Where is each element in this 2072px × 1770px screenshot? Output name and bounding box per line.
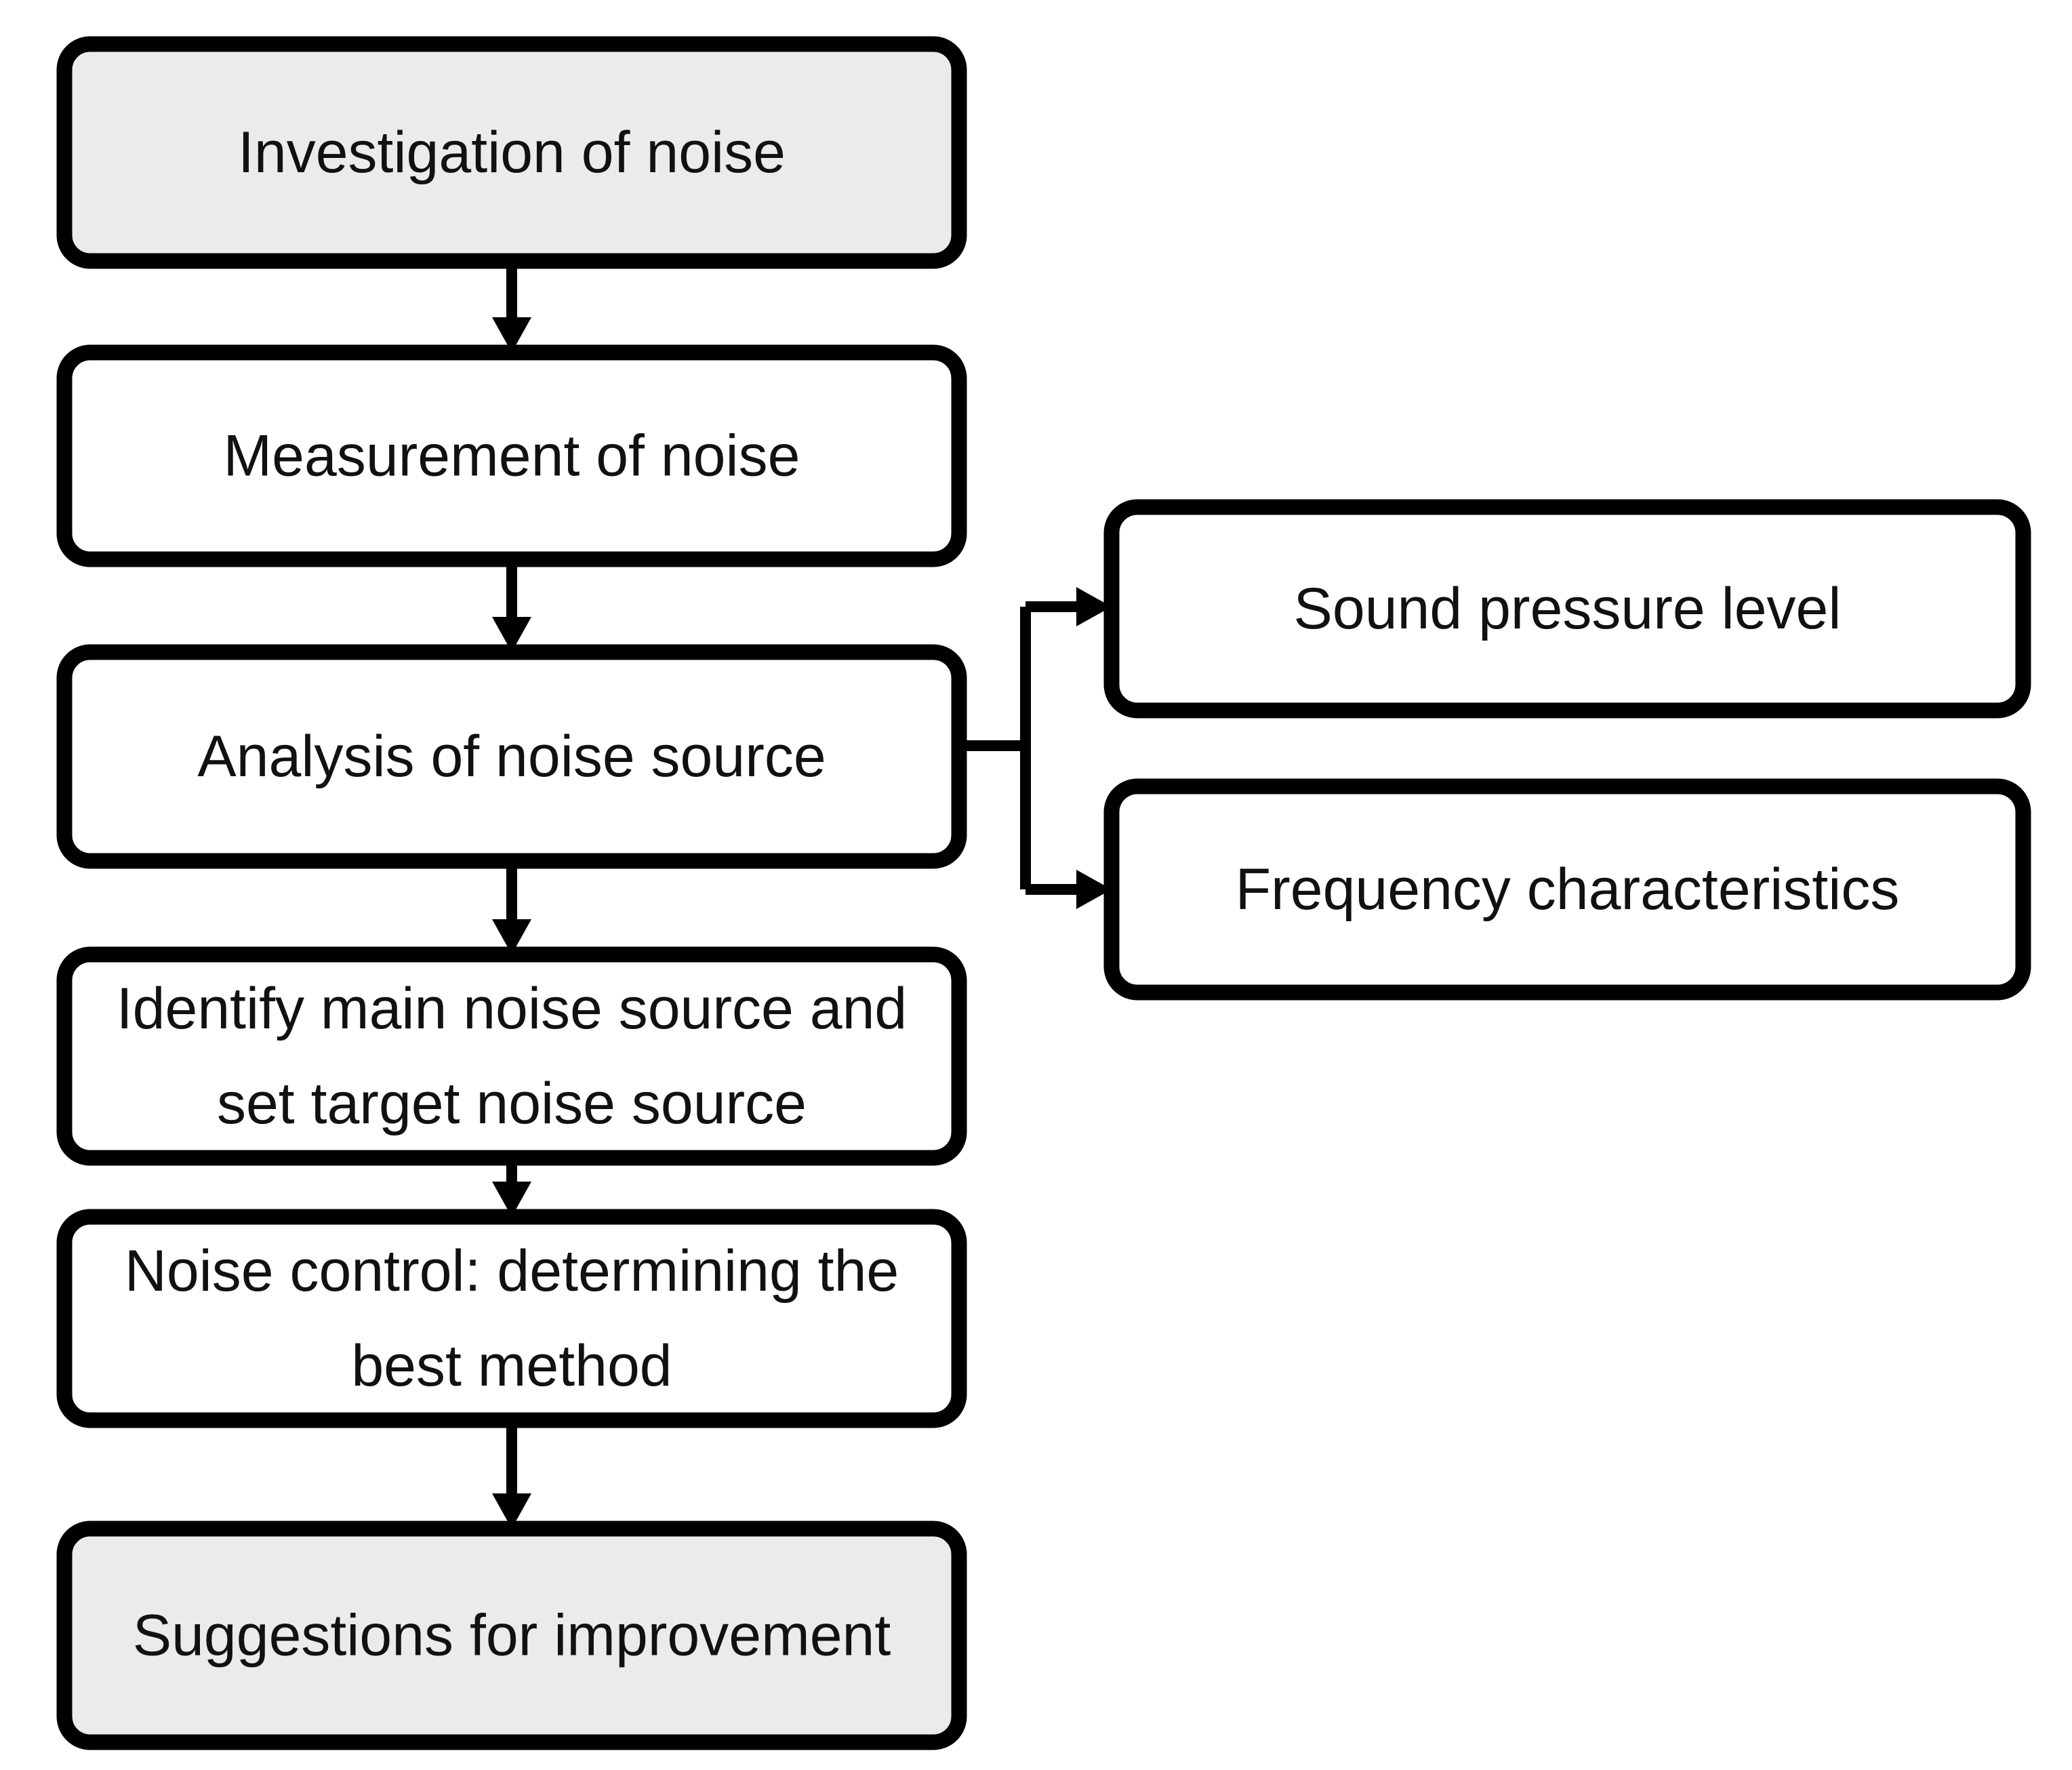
branch-connector-analysis-branch [959,587,1112,909]
arrow-noise-control-to-suggestions [492,1420,531,1529]
node-analysis-of-noise-source: Analysis of noise source [56,644,967,869]
arrow-identify-to-noise-control [492,1158,531,1217]
arrow-investigation-to-measurement [492,261,531,353]
arrow-measurement-to-analysis [492,559,531,652]
node-box [56,36,967,269]
flow-arrowhead [492,1182,531,1217]
node-label: Measurement of noise [224,424,800,489]
node-label: Suggestions for improvement [133,1603,891,1668]
node-sound-pressure-level: Sound pressure level [1103,499,2031,719]
flow-arrowhead [492,919,531,954]
node-box [56,644,967,869]
branch-connector-line [959,601,1080,895]
node-investigation-of-noise: Investigation of noise [56,36,967,269]
node-label: Investigation of noise [238,120,786,185]
node-box [56,344,967,567]
node-measurement-of-noise: Measurement of noise [56,344,967,567]
node-box [1103,499,2031,719]
node-suggestions-for-improvement: Suggestions for improvement [56,1521,967,1750]
flow-arrowhead [492,1493,531,1529]
node-box [56,1521,967,1750]
branch-arrowhead-bottom [1076,870,1112,909]
node-frequency-characteristics: Frequency characteristics [1103,778,2031,1001]
flow-arrowhead [492,617,531,652]
flow-arrowhead [492,317,531,353]
node-label: Frequency characteristics [1236,857,1900,922]
node-box [1103,778,2031,1001]
node-label: Analysis of noise source [197,724,826,789]
branch-arrowhead-top [1076,587,1112,626]
arrow-analysis-to-identify [492,861,531,954]
node-box [56,946,967,1166]
node-box [56,1209,967,1428]
node-label: Sound pressure level [1294,576,1842,641]
